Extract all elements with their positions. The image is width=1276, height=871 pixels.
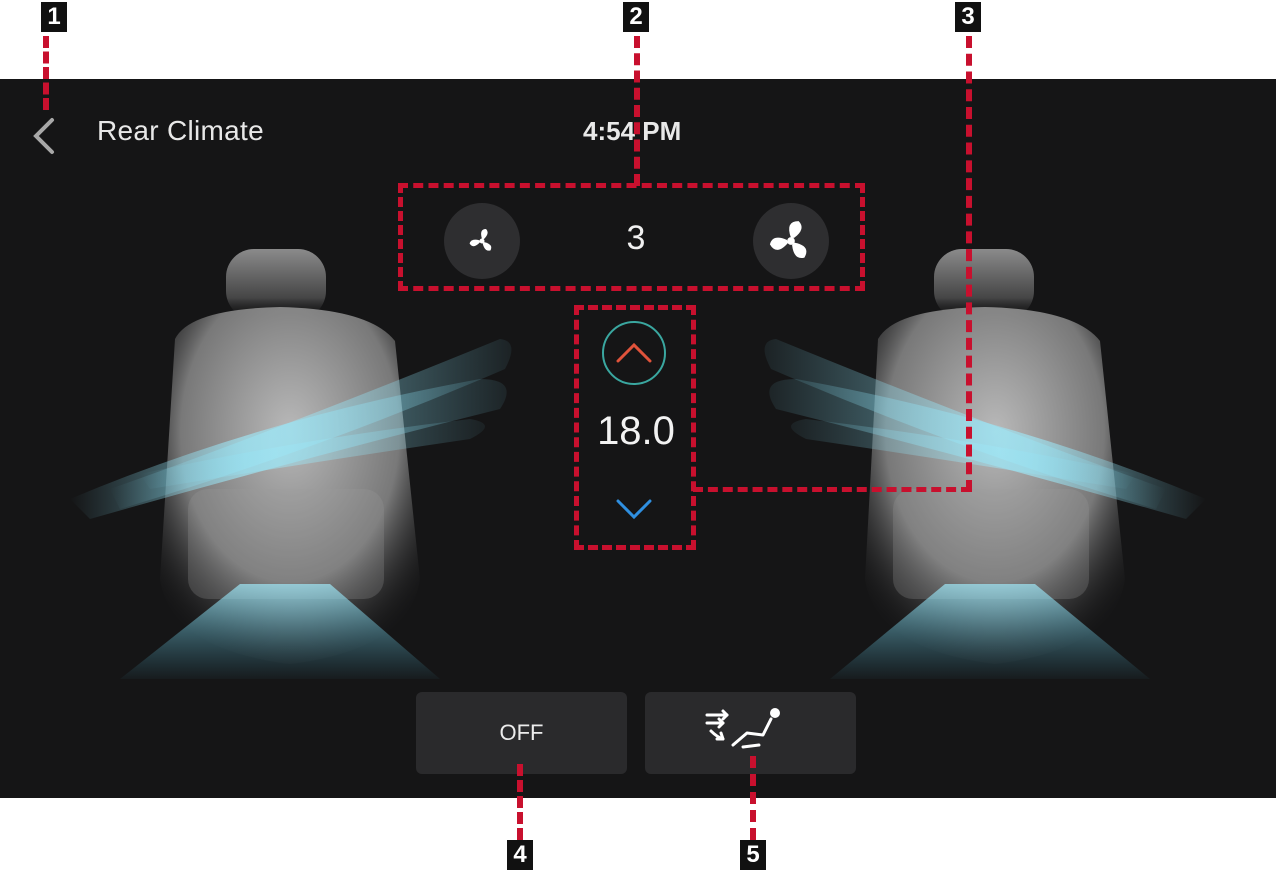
callout-3-connector: [693, 487, 971, 492]
right-seat: [865, 249, 1125, 664]
fan-decrease-button[interactable]: [444, 203, 520, 279]
rear-climate-screen: Rear Climate 4:54 PM 3 18.0: [0, 79, 1276, 798]
callout-1-line: [43, 36, 49, 110]
fan-large-icon: [769, 221, 807, 259]
clock: 4:54 PM: [583, 116, 682, 146]
chevron-down-icon: [616, 499, 652, 520]
callout-4-line: [517, 764, 523, 840]
right-face-airflow: [764, 339, 1206, 519]
callout-3: 3: [955, 2, 981, 32]
airflow-mode-icon: [705, 708, 780, 749]
callout-1: 1: [41, 2, 67, 32]
fan-increase-button[interactable]: [753, 203, 829, 279]
chevron-up-icon: [616, 342, 652, 363]
callout-5: 5: [740, 840, 766, 870]
page-title: Rear Climate: [97, 115, 264, 146]
temperature-value: 18.0: [597, 409, 675, 453]
off-label: OFF: [499, 720, 544, 745]
fan-small-icon: [469, 229, 492, 251]
fan-level-value: 3: [626, 219, 646, 257]
callout-2-line: [634, 36, 640, 186]
callout-5-line: [750, 756, 756, 840]
left-face-airflow: [70, 339, 512, 519]
seat-airflow-illustration: [70, 249, 1206, 679]
temperature-down-button[interactable]: [608, 489, 660, 529]
back-button[interactable]: [30, 116, 60, 156]
fan-speed-highlight: [398, 183, 865, 291]
chevron-left-icon: [33, 118, 54, 154]
left-seat: [160, 249, 420, 664]
callout-3-line: [966, 36, 972, 492]
callout-4: 4: [507, 840, 533, 870]
left-floor-airflow: [120, 584, 440, 679]
callout-2: 2: [623, 2, 649, 32]
right-floor-airflow: [830, 584, 1150, 679]
temperature-up-button[interactable]: [602, 321, 666, 385]
climate-off-button[interactable]: OFF: [416, 692, 627, 774]
temperature-highlight: [574, 305, 696, 550]
